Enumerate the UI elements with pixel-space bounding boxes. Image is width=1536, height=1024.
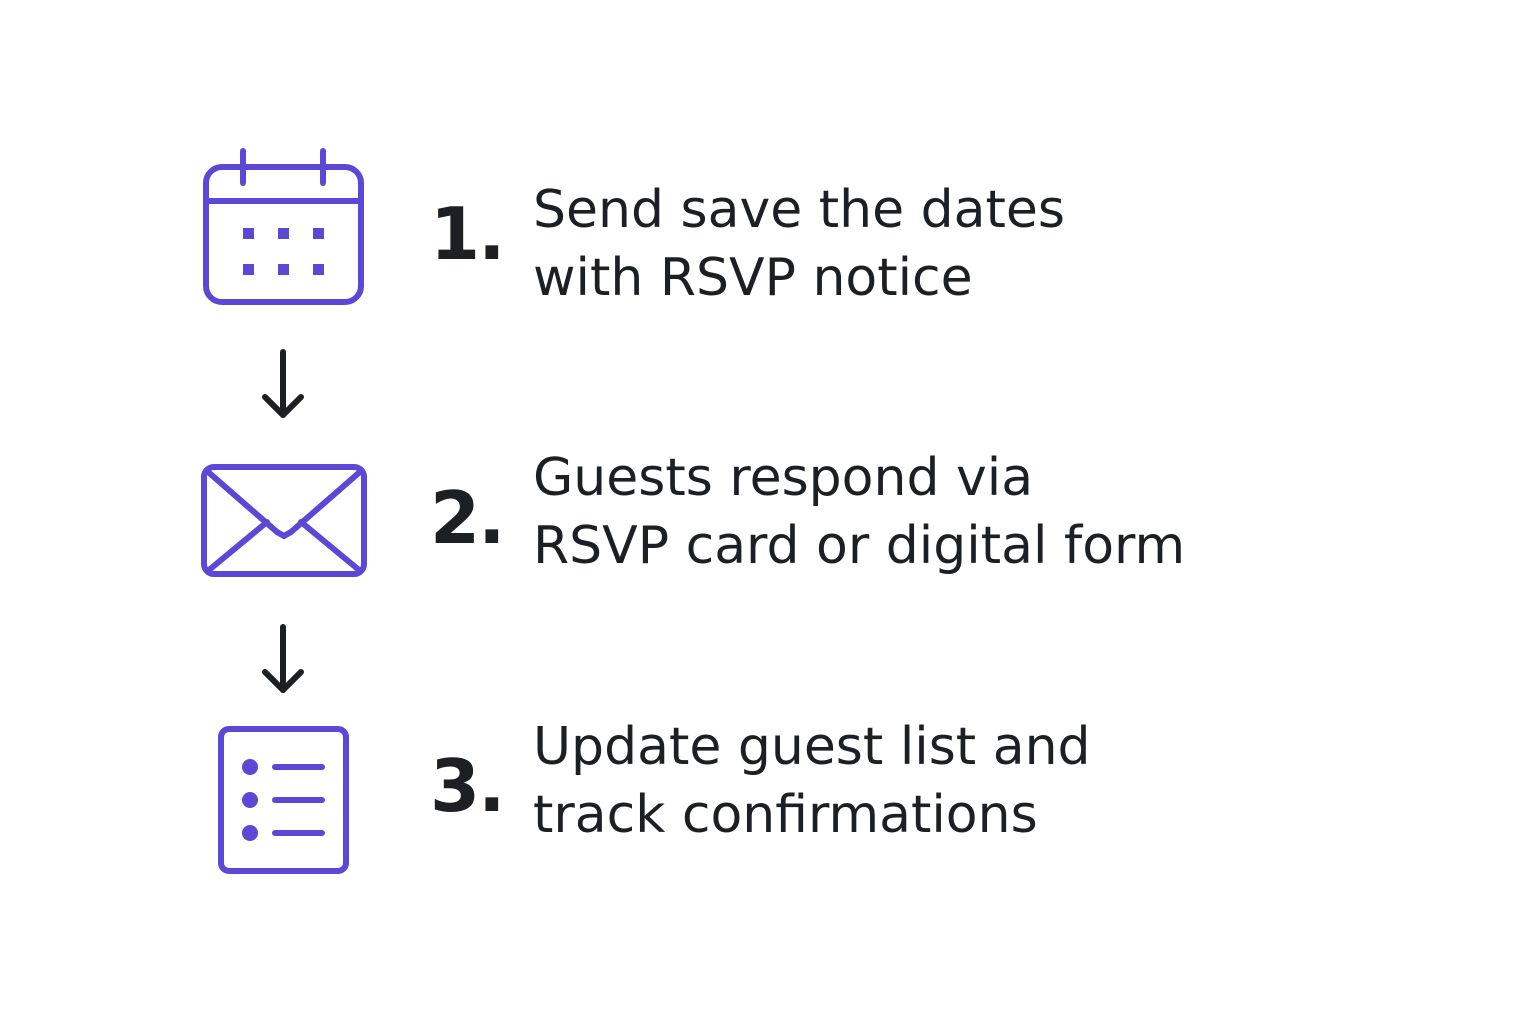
step-1-line-1: Send save the dates — [533, 180, 1065, 240]
calendar-icon — [203, 148, 365, 307]
arrow-down-icon — [261, 624, 305, 696]
step-1-text: Send save the dates with RSVP notice — [533, 176, 1065, 312]
step-2-line-1: Guests respond via — [533, 448, 1034, 508]
step-3-text: Update guest list and track confirmation… — [533, 713, 1091, 849]
envelope-icon — [201, 464, 367, 578]
step-1-number: 1. — [430, 192, 505, 276]
step-3-number: 3. — [430, 744, 505, 828]
step-2-number: 2. — [430, 476, 505, 560]
checklist-icon — [218, 726, 350, 874]
arrow-down-icon — [261, 349, 305, 421]
step-2-line-2: RSVP card or digital form — [533, 516, 1186, 576]
step-1-line-2: with RSVP notice — [533, 248, 973, 308]
step-3-line-1: Update guest list and — [533, 717, 1091, 777]
step-3-line-2: track confirmations — [533, 785, 1038, 845]
step-2-text: Guests respond via RSVP card or digital … — [533, 444, 1185, 580]
